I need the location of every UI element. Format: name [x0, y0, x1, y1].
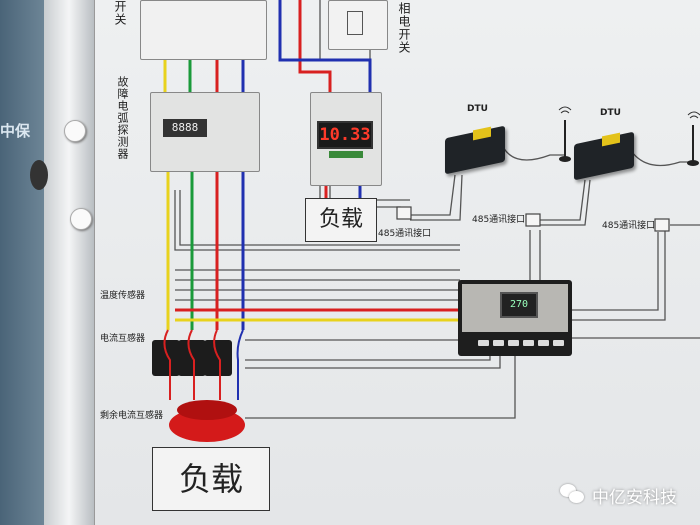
background-sign: 中保: [0, 122, 31, 140]
diagram-line: [410, 174, 463, 221]
diagram-line: [245, 350, 516, 419]
controller-button[interactable]: [508, 340, 519, 346]
wall-fixture: [30, 160, 48, 190]
energy-meter: 10.33: [310, 92, 382, 186]
controller-face: 270: [462, 284, 568, 332]
diagram-line: [174, 190, 460, 251]
comm-port-box: [654, 218, 670, 232]
diagram-line: [570, 225, 666, 321]
comm-port-box: [396, 206, 412, 220]
comm-port-label: 485通讯接口: [378, 229, 432, 239]
diagram-line: [570, 232, 659, 311]
dtu-tag: [473, 126, 491, 141]
controller-button[interactable]: [478, 340, 489, 346]
temperature-sensor-label: 温度传感器: [100, 291, 146, 301]
controller-display: 270: [500, 292, 538, 318]
phase-switch-label: 相电开关: [397, 2, 411, 54]
controller-button[interactable]: [553, 340, 564, 346]
wire-red: [215, 0, 332, 330]
watermark-text: 中亿安科技: [592, 488, 677, 508]
wifi-icon: [687, 111, 700, 119]
current-transformer-label: 电流互感器: [100, 334, 146, 344]
main-switch: [140, 0, 267, 60]
frame-knob: [70, 208, 92, 230]
monitoring-controller: 270: [458, 280, 572, 356]
comm-port-box: [525, 213, 541, 227]
load-box: 负载: [305, 198, 377, 242]
diagram-line: [540, 179, 591, 226]
arc-detector-display: 8888: [163, 119, 207, 137]
arc-fault-detector: 8888: [150, 92, 260, 172]
diagram-line: [624, 139, 695, 167]
residual-current-label: 剩余电流互感器: [100, 411, 164, 421]
controller-button[interactable]: [493, 340, 504, 346]
comm-port-label: 485通讯接口: [602, 221, 656, 231]
diagram-line: [245, 350, 501, 369]
frame-knob: [64, 120, 86, 142]
controller-buttons: [478, 340, 564, 346]
load-box: 负载: [152, 447, 270, 511]
diagram-line: [245, 350, 491, 361]
wire-blue: [241, 0, 372, 330]
switch-lever: [347, 11, 363, 35]
dtu-tag: [602, 132, 620, 147]
arc-detector-label: 故障电弧探测器: [116, 76, 129, 160]
wifi-icon: [558, 106, 572, 114]
controller-button[interactable]: [538, 340, 549, 346]
board-frame-rail: [44, 0, 95, 525]
phase-switch: [328, 0, 388, 50]
comm-port-label: 485通讯接口: [472, 215, 526, 225]
diagram-line: [179, 190, 460, 246]
dtu-label: DTU: [600, 108, 621, 118]
diagram-line: [499, 139, 565, 161]
meter-display: 10.33: [317, 121, 373, 149]
diagram-line: [540, 179, 586, 221]
main-switch-label: 开关: [113, 0, 127, 26]
dtu-label: DTU: [467, 104, 488, 114]
antenna-base: [559, 156, 571, 162]
diagram-line: [410, 174, 456, 216]
antenna-base: [687, 160, 699, 166]
current-transformer: [152, 340, 180, 376]
wechat-icon: [560, 484, 586, 506]
meter-buttons[interactable]: [329, 151, 363, 158]
controller-button[interactable]: [523, 340, 534, 346]
